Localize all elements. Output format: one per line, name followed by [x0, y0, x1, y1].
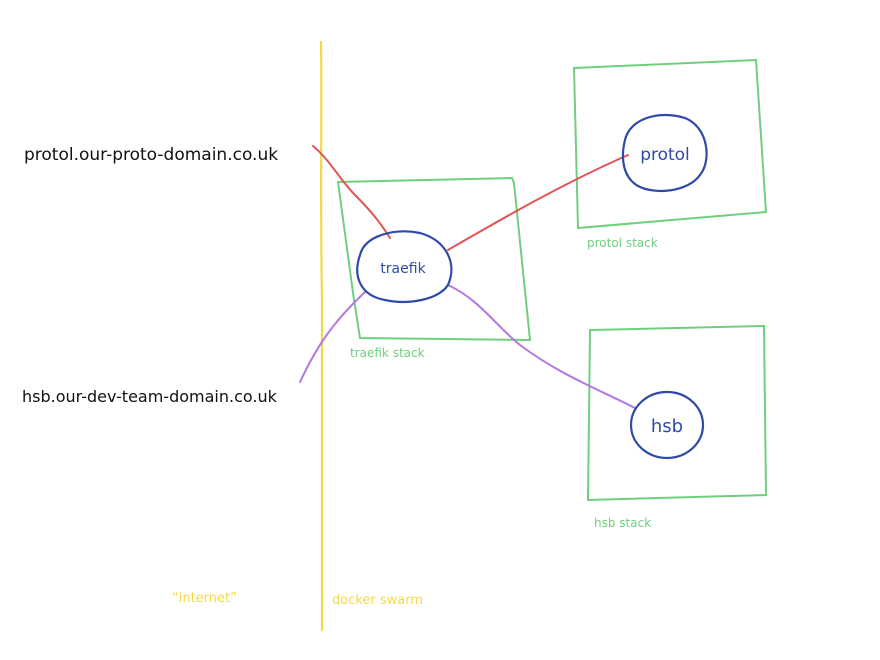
hsb-node-label: hsb — [651, 416, 683, 437]
proto-route-line — [312, 145, 629, 251]
swarm-zone-label: docker swarm — [332, 593, 423, 608]
internet-zone-label: “internet” — [172, 591, 237, 606]
hsb-stack-label: hsb stack — [594, 516, 651, 530]
traefik-stack-box — [336, 176, 532, 342]
hsb-stack-box — [586, 324, 768, 502]
swarm-boundary-line — [319, 40, 324, 632]
proto-domain-label: protol.our-proto-domain.co.uk — [24, 145, 278, 165]
traefik-node[interactable] — [356, 230, 453, 303]
protol-node[interactable] — [621, 113, 708, 193]
protol-stack-box — [572, 58, 768, 230]
traefik-node-label: traefik — [380, 261, 426, 277]
hsb-domain-label: hsb.our-dev-team-domain.co.uk — [22, 387, 278, 406]
hsb-route-line — [299, 284, 636, 409]
traefik-stack-label: traefik stack — [350, 346, 425, 360]
hsb-node[interactable] — [629, 390, 705, 460]
protol-stack-label: protol stack — [587, 236, 658, 250]
protol-node-label: protol — [640, 145, 690, 165]
